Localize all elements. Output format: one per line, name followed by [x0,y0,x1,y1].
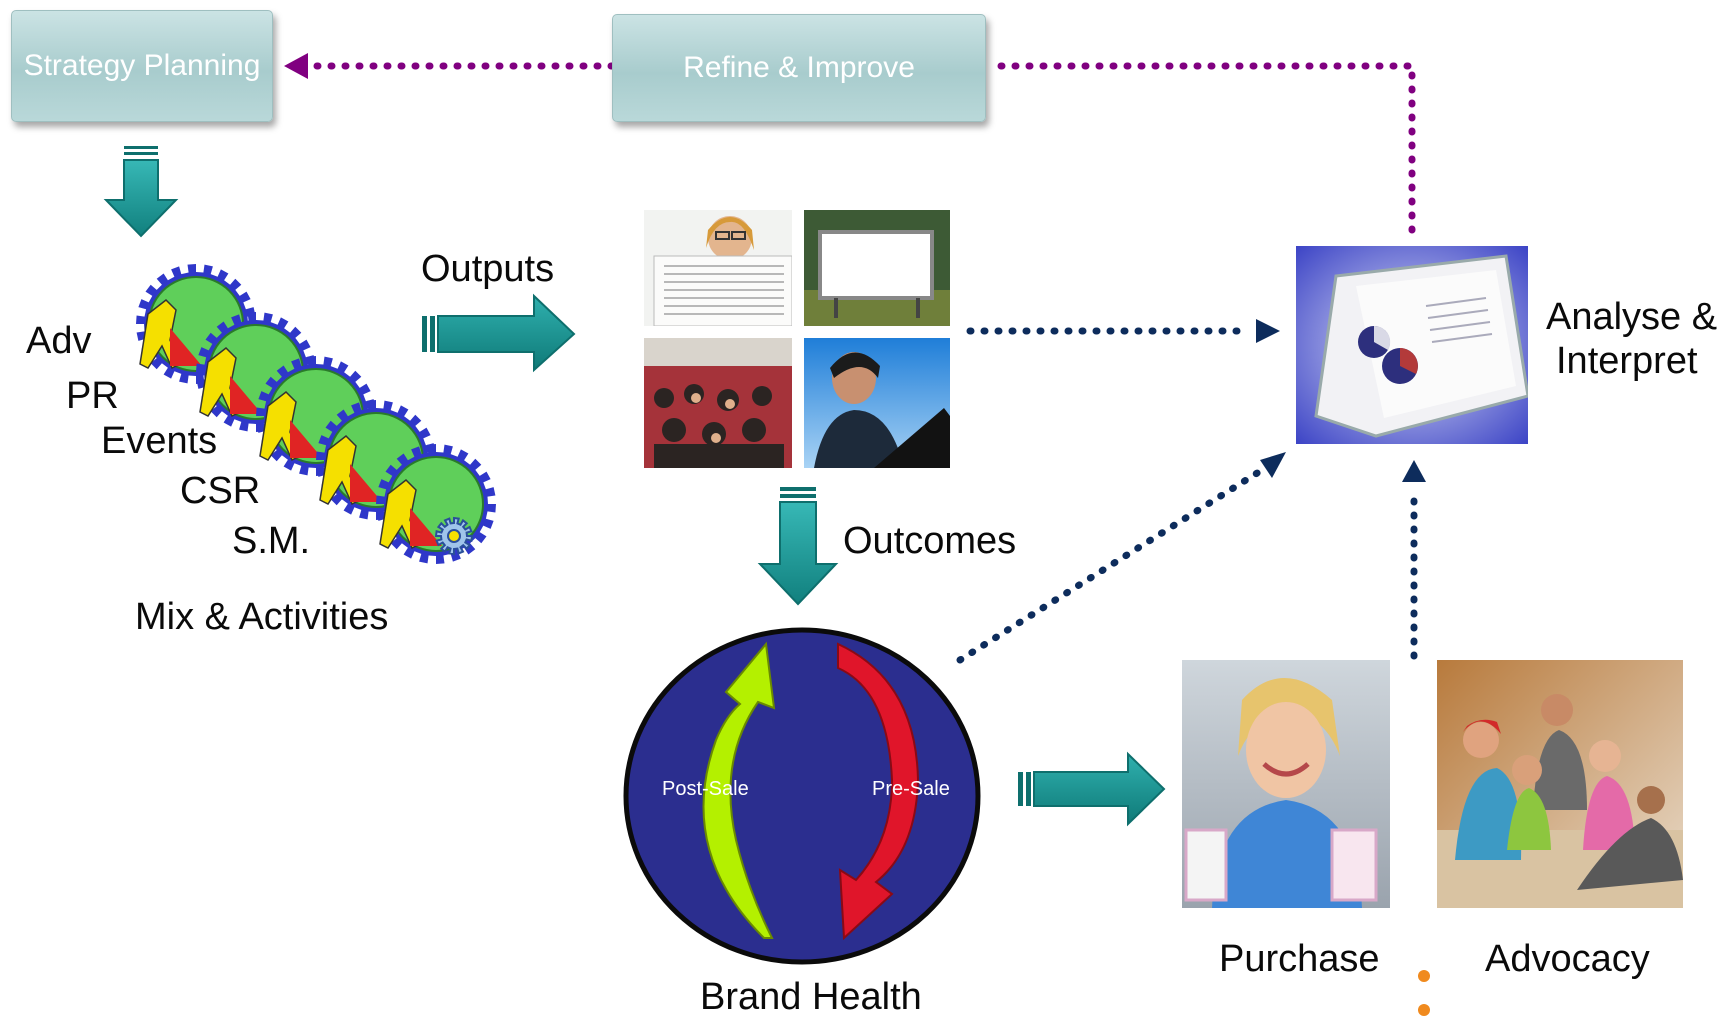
refine-improve-box: Refine & Improve [612,14,986,122]
gears-chain-illustration [136,264,496,564]
down-arrow-strategy [103,146,179,238]
worker-cape-shape [290,420,322,458]
mix-item-events: Events [101,420,218,462]
mix-item-sm: S.M. [232,520,311,562]
advocacy-to-analyse-dotted [1402,460,1426,660]
analyse-label-line1: Analyse & [1546,296,1718,338]
outputs-label: Outputs [421,248,555,290]
brand-health-globe: Post-Sale Pre-Sale [623,627,981,965]
brandhealth-to-analyse-dotted [956,452,1286,664]
worker-cape-shape [350,464,382,502]
photo-thinking-man-laptop [804,338,950,468]
worker-cape-shape [230,376,262,414]
pre-sale-arrow [837,642,920,941]
post-sale-arrow [702,641,776,939]
outcomes-arrow [757,487,839,606]
photo-advocacy-friends [1437,660,1683,908]
photo-billboard [804,210,950,326]
small-gear-hub [447,529,461,543]
mix-item-adv: Adv [26,320,92,362]
advocacy-label: Advocacy [1485,938,1650,980]
mix-item-csr: CSR [180,470,261,512]
decorative-orange-dot [1418,1004,1430,1016]
strategy-planning-box: Strategy Planning [11,10,273,122]
purchase-arrow [1018,751,1166,827]
photo-analysis-monitor [1296,246,1528,444]
brand-health-caption: Brand Health [700,976,922,1018]
mix-activities-caption: Mix & Activities [135,596,389,638]
pre-sale-label: Pre-Sale [872,778,950,800]
purchase-label: Purchase [1219,938,1380,980]
feedback-dotted-line [284,53,1416,234]
decorative-orange-dot [1418,970,1430,982]
photo-audience [644,338,792,468]
worker-cape-shape [170,328,202,366]
worker-cape-shape [410,508,442,546]
outputs-to-analyse-dotted [966,319,1280,343]
photo-purchase-shopper [1182,660,1390,908]
mix-item-pr: PR [66,375,119,417]
outcomes-label: Outcomes [843,520,1017,562]
analyse-label-line2: Interpret [1556,340,1698,382]
outputs-arrow [422,293,576,373]
photo-newspaper-reader [644,210,792,326]
post-sale-label: Post-Sale [662,778,749,800]
